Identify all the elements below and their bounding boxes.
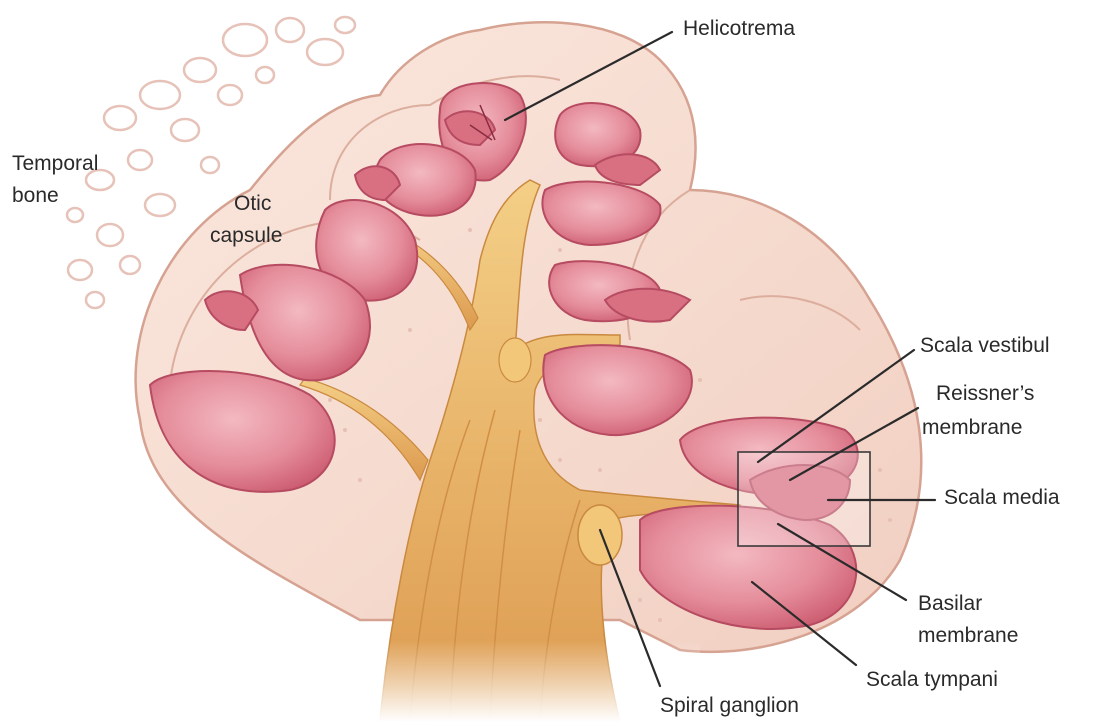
bottom-fade [300, 640, 700, 722]
label-scala-media: Scala media [944, 486, 1060, 509]
label-reissners-line2: membrane [922, 416, 1022, 439]
label-temporal-bone-line1: Temporal [12, 152, 98, 175]
label-basilar-line2: membrane [918, 624, 1018, 647]
label-scala-tympani: Scala tympani [866, 668, 998, 691]
label-otic-capsule-line2: capsule [210, 224, 282, 247]
label-temporal-bone-line2: bone [12, 184, 59, 207]
label-helicotrema: Helicotrema [683, 17, 795, 40]
label-otic-capsule-line1: Otic [234, 192, 271, 215]
label-basilar-line1: Basilar [918, 592, 982, 615]
label-reissners-line1: Reissner’s [936, 382, 1034, 405]
label-spiral-ganglion: Spiral ganglion [660, 694, 799, 717]
label-scala-vestibul: Scala vestibul [920, 334, 1050, 357]
